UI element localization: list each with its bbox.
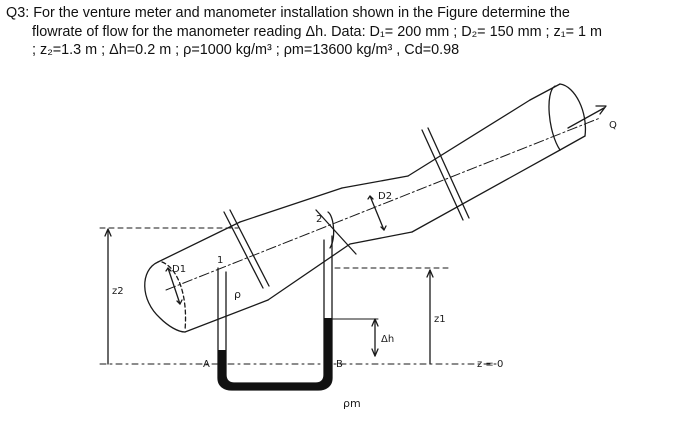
label-rho: ρ — [234, 288, 241, 301]
inlet-pipe-end-hidden — [161, 261, 187, 331]
inlet-pipe-top-edge — [157, 221, 241, 263]
question-line-2: flowrate of flow for the manometer readi… — [32, 23, 602, 40]
diverging-cone-top — [407, 99, 531, 177]
question-text: Q3: For the venture meter and manometer … — [6, 4, 682, 60]
flange-throat — [315, 209, 357, 255]
question-line-1: Q3: For the venture meter and manometer … — [6, 5, 570, 21]
flow-arrow — [567, 107, 605, 129]
inlet-pipe-end — [144, 261, 186, 333]
label-section-1: 1 — [217, 255, 223, 266]
flange-outlet — [421, 129, 464, 221]
manometer-inner — [225, 239, 325, 384]
outlet-pipe-end — [559, 83, 587, 137]
converging-cone-top — [239, 187, 343, 223]
throat-bottom — [349, 231, 413, 245]
label-point-a: A — [203, 359, 210, 370]
d1-dimension-line — [167, 267, 181, 305]
label-datum: z = 0 — [477, 359, 503, 370]
question-line-3: ; z₂=1.3 m ; Δh=0.2 m ; ρ=1000 kg/m³ ; ρ… — [32, 42, 460, 58]
flange-inlet-back — [229, 209, 270, 287]
label-section-2: 2 — [316, 214, 322, 225]
label-point-b: B — [336, 359, 343, 370]
flange-inlet — [223, 211, 264, 289]
outlet-pipe-end-rear — [548, 85, 561, 151]
label-d1: D1 — [172, 264, 186, 275]
throat-section-2 — [327, 211, 335, 249]
throat-top — [341, 175, 409, 189]
label-delta-h: Δh — [381, 334, 394, 345]
mercury-column — [218, 318, 332, 390]
converging-cone-bottom — [267, 243, 351, 301]
label-z2: z2 — [112, 286, 124, 297]
label-z1: z1 — [434, 314, 446, 325]
label-d2: D2 — [378, 191, 392, 202]
flange-outlet-back — [427, 127, 470, 219]
label-rho-m: ρm — [343, 397, 361, 410]
pipe-centerline — [165, 117, 601, 291]
diverging-cone-bottom — [411, 149, 561, 233]
outlet-pipe-bottom — [559, 135, 586, 151]
label-flow: Q — [609, 120, 617, 131]
d2-dimension-line — [369, 195, 385, 231]
